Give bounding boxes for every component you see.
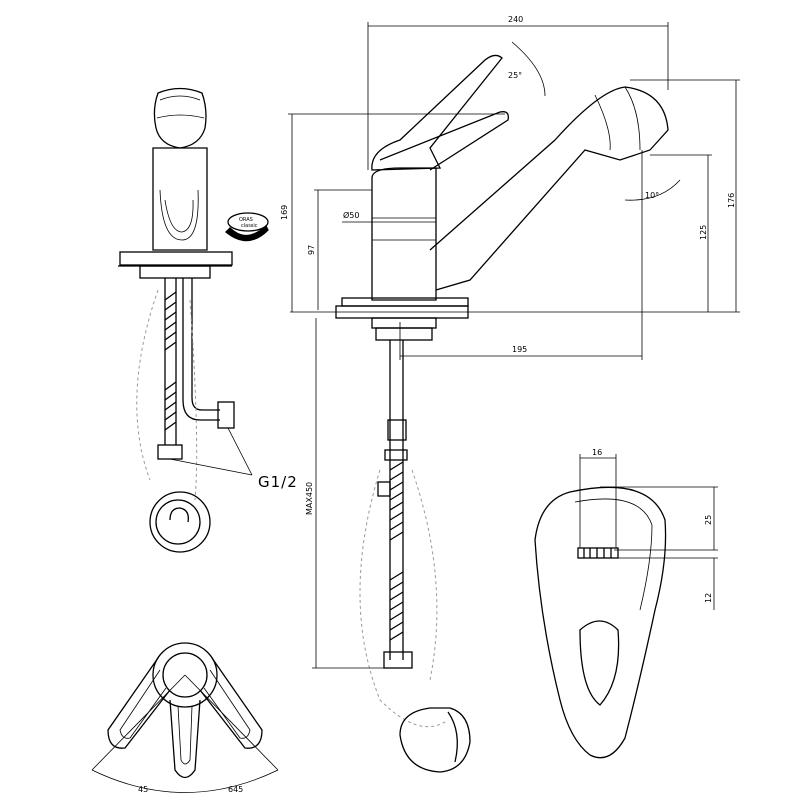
side-view: 240 25° 169 97 Ø50 176 125 10° 195 <box>280 15 740 773</box>
dim-lever-depth: 25 <box>704 515 713 525</box>
front-view: G1/2 ORAS classic <box>118 87 298 553</box>
dim-spout-reach: 195 <box>512 345 527 354</box>
lever-cutout <box>579 620 620 706</box>
dim-rotation-right: 645 <box>228 785 243 794</box>
supply-hose <box>389 340 404 660</box>
logo-subtext: classic <box>241 223 258 229</box>
lever-closed <box>379 111 509 171</box>
lever-slot <box>577 547 619 559</box>
rotation-top-view: 45 645 <box>91 642 279 794</box>
spout-left-position <box>107 657 171 749</box>
dim-lever-offset: 12 <box>704 593 713 603</box>
front-view-base-plate <box>119 251 233 266</box>
front-view-hose <box>164 278 177 445</box>
spray-head-top-view <box>149 491 211 553</box>
dim-height-spout: 125 <box>699 225 708 240</box>
spray-head-detached <box>399 707 471 773</box>
dim-spout-angle: 10° <box>645 191 659 200</box>
logo-badge-icon <box>227 212 269 232</box>
side-view-base <box>341 297 469 307</box>
dim-hose-length: MAX450 <box>305 482 314 515</box>
spout-right-position <box>199 657 263 749</box>
lever-open <box>371 54 503 171</box>
faucet-body <box>371 167 437 301</box>
pull-out-spout <box>429 86 669 291</box>
rotation-arc <box>91 769 279 793</box>
front-view-handle-cap <box>153 87 207 149</box>
dim-body-diameter: Ø50 <box>343 210 359 220</box>
dim-rotation-left: 45 <box>138 785 148 794</box>
rotation-arrow-icon <box>225 224 269 242</box>
spout-center-position <box>169 699 201 779</box>
dim-body-height: 97 <box>307 245 316 255</box>
dim-width-overall: 240 <box>508 15 523 24</box>
logo-text: ORAS <box>239 217 253 223</box>
dim-height-right: 176 <box>727 193 736 208</box>
lever-outline <box>534 486 667 759</box>
rotation-base-circle <box>152 642 218 708</box>
front-view-body <box>152 147 208 251</box>
dim-lever-width: 16 <box>592 448 602 457</box>
dim-height-total: 169 <box>280 205 289 220</box>
thread-label: G1/2 <box>258 473 298 491</box>
lever-top-view: 16 25 12 <box>534 448 718 759</box>
dim-handle-angle: 25° <box>508 71 522 80</box>
